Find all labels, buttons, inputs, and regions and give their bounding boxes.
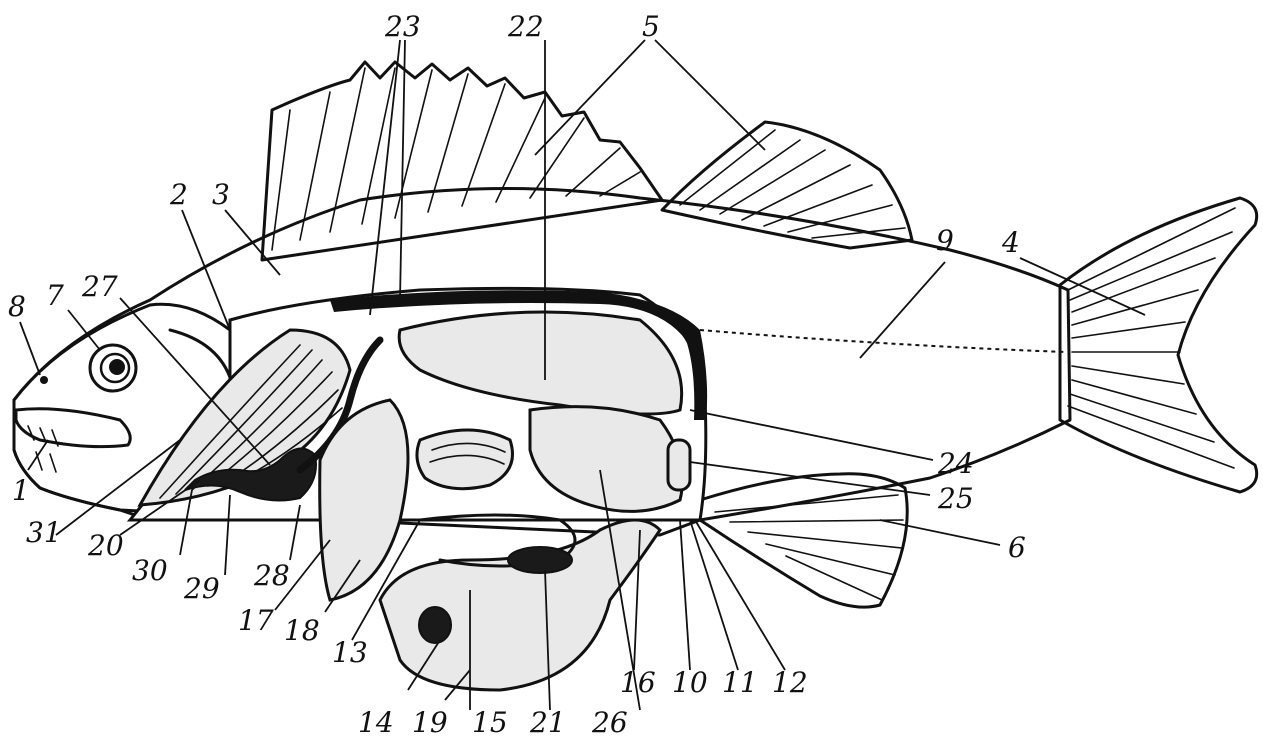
label-20: 20 [87,529,124,562]
label-16: 16 [620,666,656,699]
urinary-bladder [668,440,690,490]
label-28: 28 [253,559,290,592]
label-19: 19 [412,706,448,739]
eye [90,345,136,391]
soft-dorsal-fin [662,122,912,248]
label-21: 21 [529,706,566,739]
label-8: 8 [8,290,26,323]
label-4: 4 [1001,226,1020,259]
label-13: 13 [332,636,368,669]
label-6: 6 [1008,531,1026,564]
label-30: 30 [132,554,168,587]
anal-fin [700,474,907,607]
label-9: 9 [936,224,954,257]
label-5: 5 [642,10,660,43]
label-18: 18 [284,614,320,647]
label-2: 2 [169,178,188,211]
spiny-dorsal-fin [262,62,662,260]
label-22: 22 [507,10,544,43]
label-27: 27 [81,270,118,303]
label-29: 29 [183,572,220,605]
label-3: 3 [212,178,230,211]
mouth [16,409,130,447]
stomach [417,430,513,489]
nostril [40,376,48,384]
label-24: 24 [937,447,974,480]
label-1: 1 [12,474,30,507]
label-15: 15 [472,706,508,739]
label-7: 7 [46,279,64,312]
label-26: 26 [591,706,628,739]
label-10: 10 [672,666,708,699]
caudal-fin [1060,198,1257,492]
label-31: 31 [26,516,62,549]
label-14: 14 [358,706,394,739]
label-23: 23 [384,10,421,43]
label-12: 12 [772,666,808,699]
label-25: 25 [937,482,974,515]
label-17: 17 [238,604,274,637]
label-11: 11 [722,666,758,699]
intestine [380,515,660,690]
